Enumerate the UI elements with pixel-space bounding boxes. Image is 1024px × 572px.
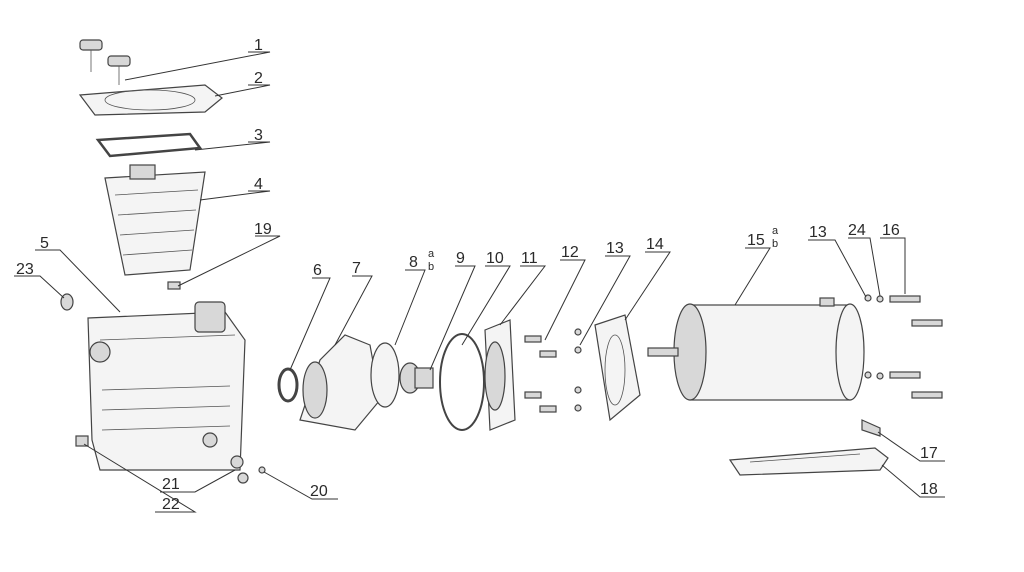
callout-7: 7: [352, 260, 361, 277]
motor-bracket-17: [861, 419, 881, 437]
callout-22: 22: [162, 496, 180, 513]
callout-10: 10: [486, 250, 504, 267]
callout-4: 4: [254, 176, 263, 193]
lid-knobs: [79, 39, 131, 85]
diffuser: [299, 334, 381, 431]
motor: [647, 297, 865, 401]
callout-17: 17: [920, 445, 938, 462]
callout-21: 21: [162, 476, 180, 493]
callout-11: 11: [521, 250, 538, 267]
motor-adapter: [594, 314, 641, 422]
callout-6: 6: [313, 262, 322, 279]
impeller: [370, 342, 434, 408]
callout-2: 2: [254, 70, 263, 87]
pump-housing: [87, 301, 246, 471]
callout-8-b: b: [428, 261, 434, 273]
callout-19: 19: [254, 221, 272, 238]
callout-15-b: b: [772, 238, 778, 250]
callout-3: 3: [254, 127, 263, 144]
strainer-lid: [78, 84, 223, 116]
callout-8-a: a: [428, 248, 435, 260]
motor-bolts-16: [864, 294, 943, 399]
leader-lines: [14, 51, 945, 513]
callout-5: 5: [40, 235, 49, 252]
strainer-basket: [104, 164, 206, 276]
callout-labels: 1 2 3 4 19 5 23 6 7 8 a b 9 10 11 12 13 …: [16, 37, 938, 513]
callout-13-motor: 13: [809, 224, 827, 241]
callout-18: 18: [920, 481, 938, 498]
callout-23: 23: [16, 261, 34, 278]
callout-24: 24: [848, 222, 866, 239]
callout-9: 9: [456, 250, 465, 267]
callout-8: 8: [409, 254, 418, 271]
callout-20: 20: [310, 483, 328, 500]
callout-15-a: a: [772, 225, 779, 237]
seal-plate: [484, 319, 516, 431]
small-fittings: [60, 281, 266, 484]
callout-14: 14: [646, 236, 664, 253]
callout-1: 1: [254, 37, 263, 54]
callout-13: 13: [606, 240, 624, 257]
housing-oring: [277, 367, 299, 403]
callout-16: 16: [882, 222, 900, 239]
callout-12: 12: [561, 244, 579, 261]
seal-plate-oring: [439, 333, 485, 431]
lid-oring: [95, 132, 203, 158]
callout-15: 15: [747, 232, 765, 249]
bolts-12: [524, 328, 582, 413]
motor-base-18: [728, 447, 889, 476]
